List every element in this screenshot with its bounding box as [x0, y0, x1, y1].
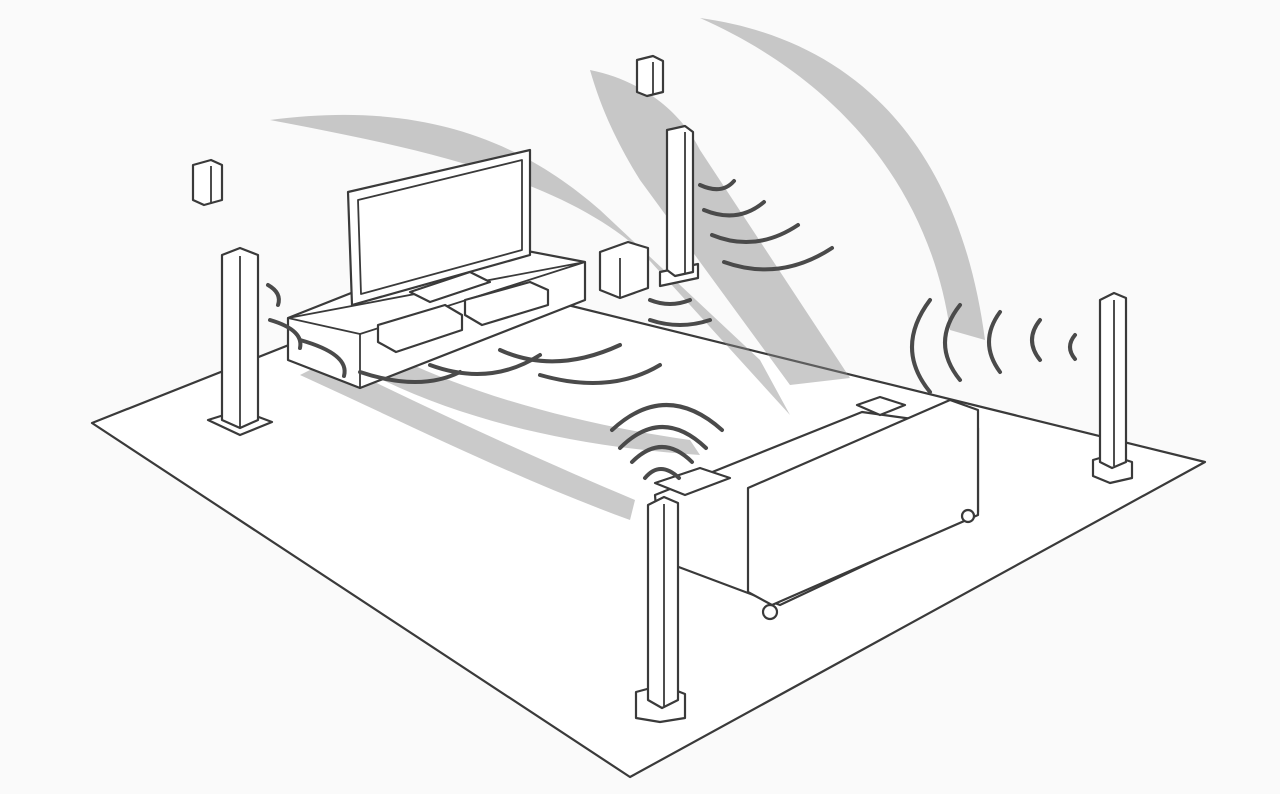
rear-right-tower-speaker [1091, 291, 1134, 485]
soundbar [376, 280, 550, 354]
height-left-speaker [191, 158, 224, 207]
rear-left-tower-speaker [634, 495, 687, 724]
television [346, 148, 532, 307]
subwoofer [598, 240, 650, 300]
front-left-tower-speaker [206, 246, 274, 437]
sofa [653, 395, 980, 621]
sound-beam-rear-left [300, 360, 635, 520]
height-right-speaker [635, 54, 665, 98]
sound-beam-tv-down [320, 320, 700, 455]
front-right-tower-speaker [658, 124, 700, 288]
sound-beam-height-left [590, 70, 850, 385]
sound-waves [266, 179, 1077, 480]
